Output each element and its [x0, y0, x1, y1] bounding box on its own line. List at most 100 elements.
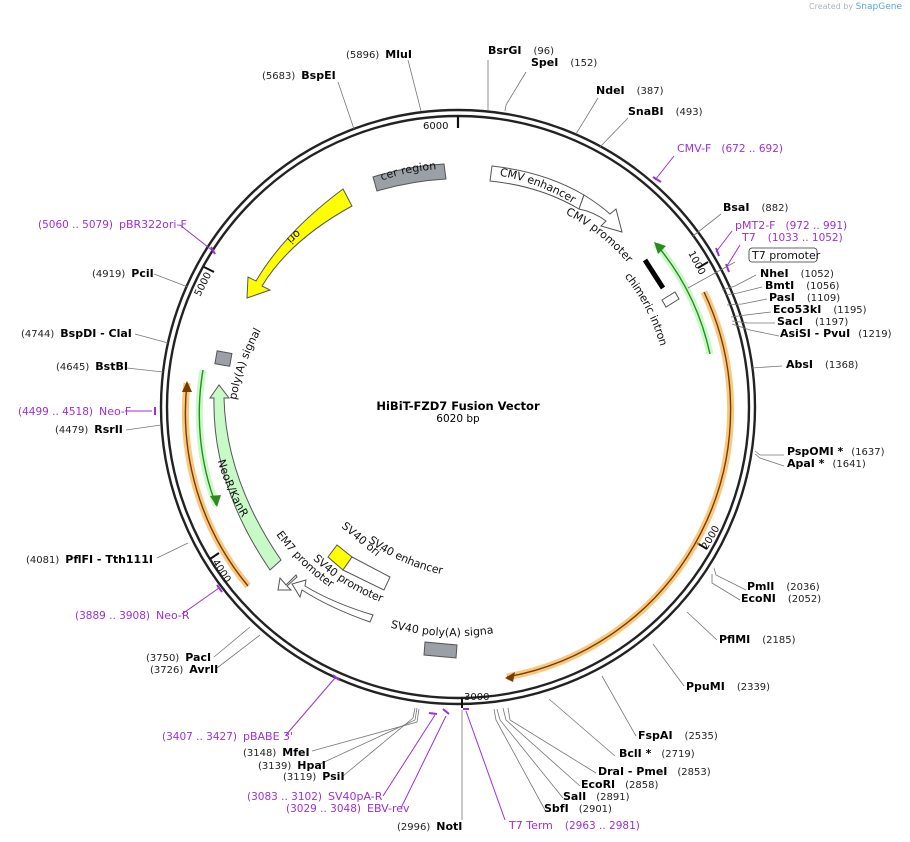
svg-text:poly(A) signal: poly(A) signal — [226, 326, 264, 401]
enzyme-site[interactable]: (4479)RsrII — [55, 423, 123, 436]
enzyme-site[interactable]: (3119)PsiI — [283, 770, 345, 783]
enzyme-name: NotI — [436, 820, 462, 833]
enzyme-name: HpaI — [297, 759, 326, 772]
primer-site[interactable]: pMT2-F(972 .. 991) — [735, 219, 847, 232]
primer-site[interactable]: T7 Term(2963 .. 2981) — [508, 819, 640, 832]
enzyme-position: (2996) — [397, 822, 430, 833]
feature-label-chimeric-intron: chimeric intron — [622, 270, 670, 347]
enzyme-name: PmlI — [747, 580, 774, 593]
primer-range: (3407 .. 3427) — [162, 731, 237, 743]
t7-promoter-label: T7 promoter — [687, 247, 821, 289]
enzyme-site[interactable]: (5896)MluI — [346, 48, 412, 61]
enzyme-name: SacI — [777, 315, 803, 328]
enzyme-position: (5896) — [346, 50, 379, 61]
enzyme-site[interactable]: EcoNI(2052) — [741, 592, 821, 605]
enzyme-name: PacI — [185, 651, 211, 664]
enzyme-position: (96) — [533, 46, 554, 57]
enzyme-site[interactable]: BmtI(1056) — [765, 279, 840, 292]
primer-site[interactable]: (3029 .. 3048)EBV-rev — [286, 802, 410, 815]
enzyme-name: BclI * — [619, 747, 652, 760]
enzyme-site[interactable]: PpuMI(2339) — [686, 680, 770, 693]
enzyme-name: PciI — [131, 267, 153, 280]
enzyme-site[interactable]: (3148)MfeI — [243, 746, 310, 759]
enzyme-site[interactable]: (4081)PflFI - Tth111I — [26, 553, 153, 566]
enzyme-site[interactable]: (4645)BstBI — [56, 360, 128, 373]
enzyme-site[interactable]: NdeI(387) — [596, 84, 664, 97]
enzyme-site[interactable]: BclI *(2719) — [619, 747, 695, 760]
enzyme-site[interactable]: Eco53kI(1195) — [773, 303, 867, 316]
enzyme-position: (2036) — [786, 582, 819, 593]
feature-label-sv40-polya: SV40 poly(A) signal — [0, 0, 494, 639]
enzyme-position: (2535) — [685, 731, 718, 742]
enzyme-site[interactable]: (4744)BspDI - ClaI — [21, 327, 132, 340]
primer-range: (1033 .. 1052) — [768, 232, 843, 244]
enzyme-position: (1637) — [851, 447, 884, 458]
primer-name: pMT2-F — [735, 219, 776, 232]
enzyme-name: NheI — [760, 267, 789, 280]
enzyme-site[interactable]: DraI - PmeI(2853) — [598, 765, 711, 778]
enzyme-site[interactable]: NheI (1052) — [760, 267, 834, 280]
primer-site[interactable]: (4499 .. 4518)Neo-F — [18, 405, 131, 418]
enzyme-name: BspEI — [301, 69, 335, 82]
snapgene-logo: SnapGene — [855, 2, 902, 12]
enzyme-position: (3750) — [146, 653, 179, 664]
enzyme-site[interactable]: (5683) BspEI — [262, 69, 336, 82]
primer-site[interactable]: (3407 .. 3427)pBABE 3' — [162, 730, 293, 743]
enzyme-position: (1195) — [833, 305, 866, 316]
enzyme-site[interactable]: BsaI(882) — [723, 201, 788, 214]
enzyme-labels: (5896)MluI (5683) BspEI BsrGI (96) SpeI(15… — [21, 44, 892, 833]
enzyme-site[interactable]: (3726)AvrII — [150, 663, 218, 676]
enzyme-name: NdeI — [596, 84, 625, 97]
enzyme-name: MfeI — [282, 746, 309, 759]
enzyme-position: (1197) — [815, 317, 848, 328]
enzyme-position: (1056) — [806, 281, 839, 292]
enzyme-position: (1368) — [825, 360, 858, 371]
enzyme-site[interactable]: EcoRI(2858) — [581, 778, 659, 791]
primer-site[interactable]: (3889 .. 3908)Neo-R — [75, 609, 190, 622]
enzyme-name: SpeI — [531, 56, 558, 69]
primer-lines — [125, 155, 741, 821]
enzyme-position: (1641) — [833, 459, 866, 470]
enzyme-position: (3726) — [150, 665, 183, 676]
enzyme-site[interactable]: ApaI *(1641) — [787, 457, 866, 470]
primer-site[interactable]: (3083 .. 3102)SV40pA-R — [247, 790, 383, 803]
enzyme-site[interactable]: (2996) NotI — [397, 820, 462, 833]
enzyme-position: (2858) — [625, 780, 658, 791]
enzyme-name: BspDI - ClaI — [60, 327, 132, 340]
enzyme-position: (5683) — [262, 71, 295, 82]
enzyme-site[interactable]: SnaBI(493) — [628, 105, 703, 118]
enzyme-position: (1052) — [801, 269, 834, 280]
enzyme-site[interactable]: (3750) PacI — [146, 651, 211, 664]
svg-text:chimeric intron: chimeric intron — [622, 270, 670, 347]
enzyme-site[interactable]: FspAI(2535) — [638, 729, 718, 742]
enzyme-site[interactable]: AbsI (1368) — [786, 358, 858, 371]
primer-range: (672 .. 692) — [721, 143, 783, 155]
primer-range: (3889 .. 3908) — [75, 610, 150, 622]
enzyme-site[interactable]: PspOMI *(1637) — [787, 445, 885, 458]
enzyme-position: (3119) — [283, 772, 316, 783]
enzyme-site[interactable]: SalI(2891) — [563, 790, 630, 803]
enzyme-site[interactable]: PmlI (2036) — [747, 580, 820, 593]
enzyme-site[interactable]: (3139)HpaI — [258, 759, 326, 772]
primer-site[interactable]: (5060 .. 5079)pBR322ori-F — [38, 218, 187, 231]
enzyme-site[interactable]: BsrGI (96) — [488, 44, 554, 57]
primer-name: pBR322ori-F — [119, 218, 187, 231]
tick-label: 3000 — [464, 692, 489, 703]
tick-label: 5000 — [193, 271, 214, 299]
enzyme-name: BsrGI — [488, 44, 521, 57]
enzyme-site[interactable]: AsiSI - PvuI(1219) — [780, 327, 892, 340]
feature-cmv-enhancer: CMV enhancer — [489, 165, 585, 210]
enzyme-site[interactable]: (4919)PciI — [92, 267, 154, 280]
enzyme-site[interactable]: SbfI(2901) — [544, 802, 612, 815]
enzyme-position: (1109) — [807, 293, 840, 304]
primer-name: SV40pA-R — [328, 790, 383, 803]
enzyme-site[interactable]: SacI (1197) — [777, 315, 848, 328]
enzyme-site[interactable]: PasI (1109) — [769, 291, 840, 304]
enzyme-name: AbsI — [786, 358, 813, 371]
enzyme-site[interactable]: PflMI(2185) — [719, 633, 796, 646]
enzyme-site[interactable]: SpeI(152) — [531, 56, 597, 69]
primer-site[interactable]: CMV-F(672 .. 692) — [677, 142, 783, 155]
primer-site[interactable]: T7(1033 .. 1052) — [741, 231, 843, 244]
leader-lines — [125, 59, 785, 820]
enzyme-name: PasI — [769, 291, 795, 304]
